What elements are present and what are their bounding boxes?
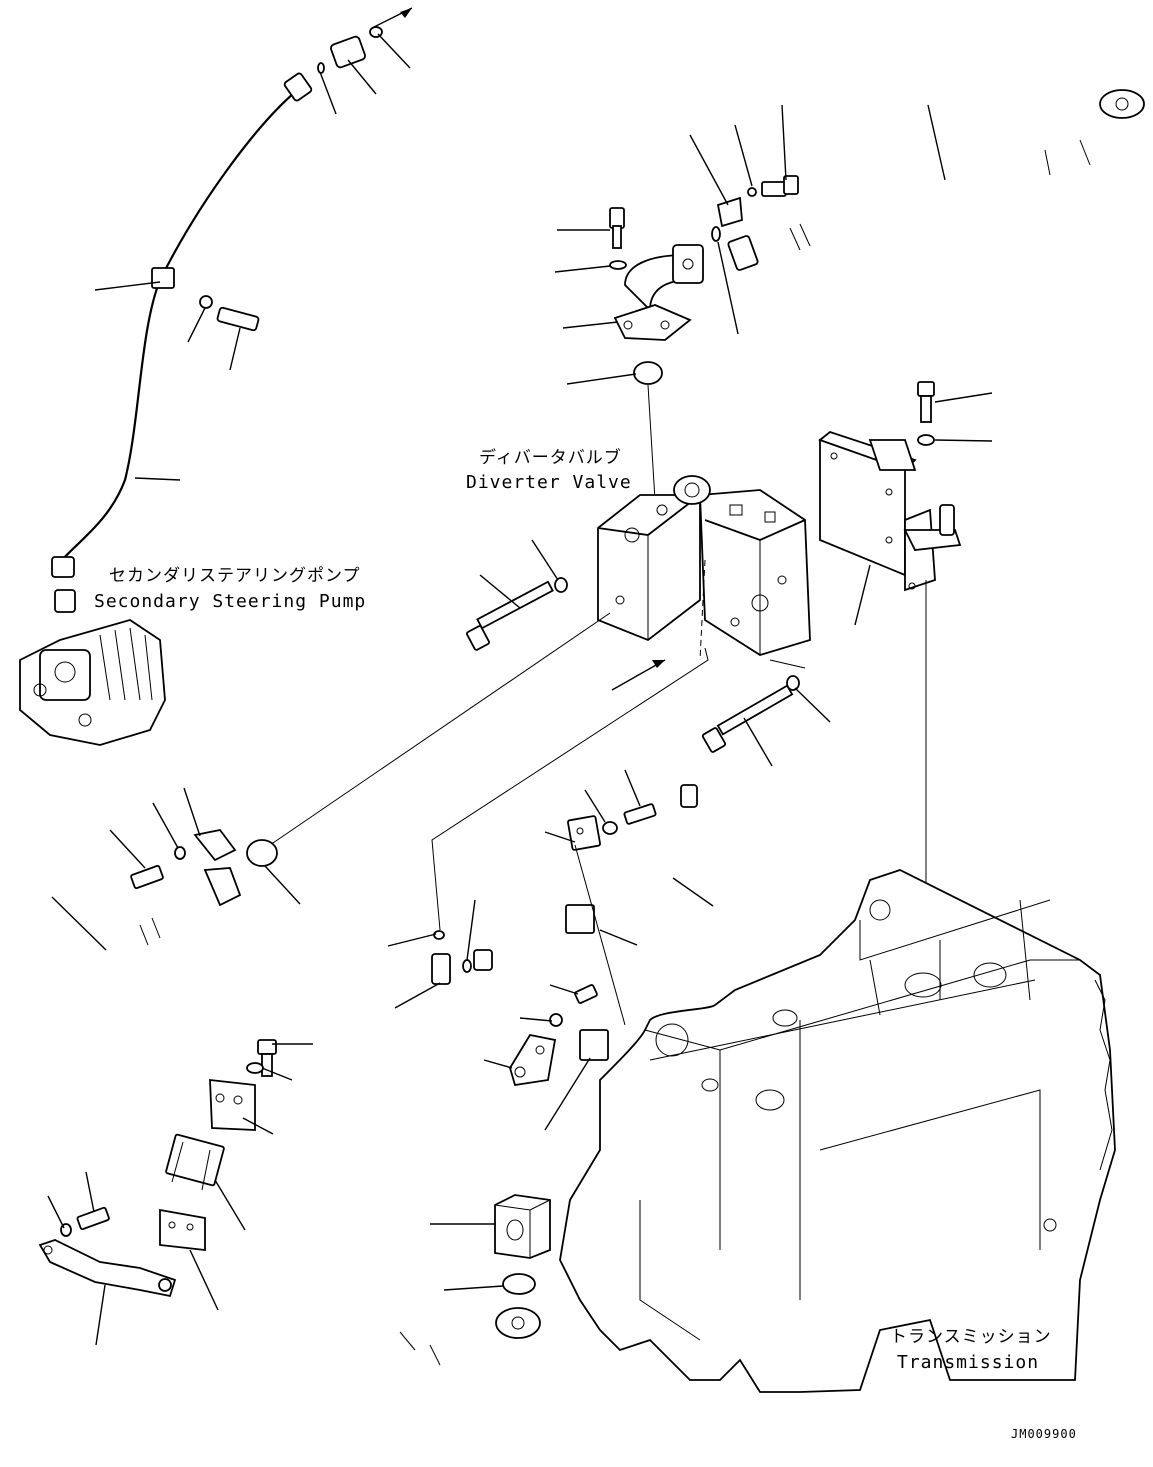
mounting-bracket	[818, 381, 993, 965]
upper-left-small-parts	[94, 7, 413, 481]
elbow-fitting	[554, 104, 946, 501]
secondary-pump-label-jp: セカンダリステアリングポンプ	[109, 566, 361, 586]
middle-hose	[387, 769, 714, 1131]
diverter-valve-label-jp: ディバータバルブ	[479, 448, 622, 468]
transmission-label-jp: トランスミッション	[890, 1327, 1052, 1347]
upper-left-hose	[51, 72, 313, 578]
upper-right-tube	[727, 89, 1145, 271]
lower-left-hose	[38, 787, 541, 1381]
transmission-label-en: Transmission	[897, 1352, 1040, 1373]
drawing-code: JM009900	[1011, 1427, 1077, 1441]
diverter-valve-label-en: Diverter Valve	[466, 472, 632, 493]
diverter-valve-body	[597, 475, 811, 661]
adapter-block	[430, 1194, 551, 1295]
secondary-pump-label-en: Secondary Steering Pump	[94, 591, 367, 612]
secondary-steering-pump	[19, 589, 166, 746]
transmission-case	[559, 869, 1116, 1393]
diverter-bolts	[269, 539, 831, 931]
